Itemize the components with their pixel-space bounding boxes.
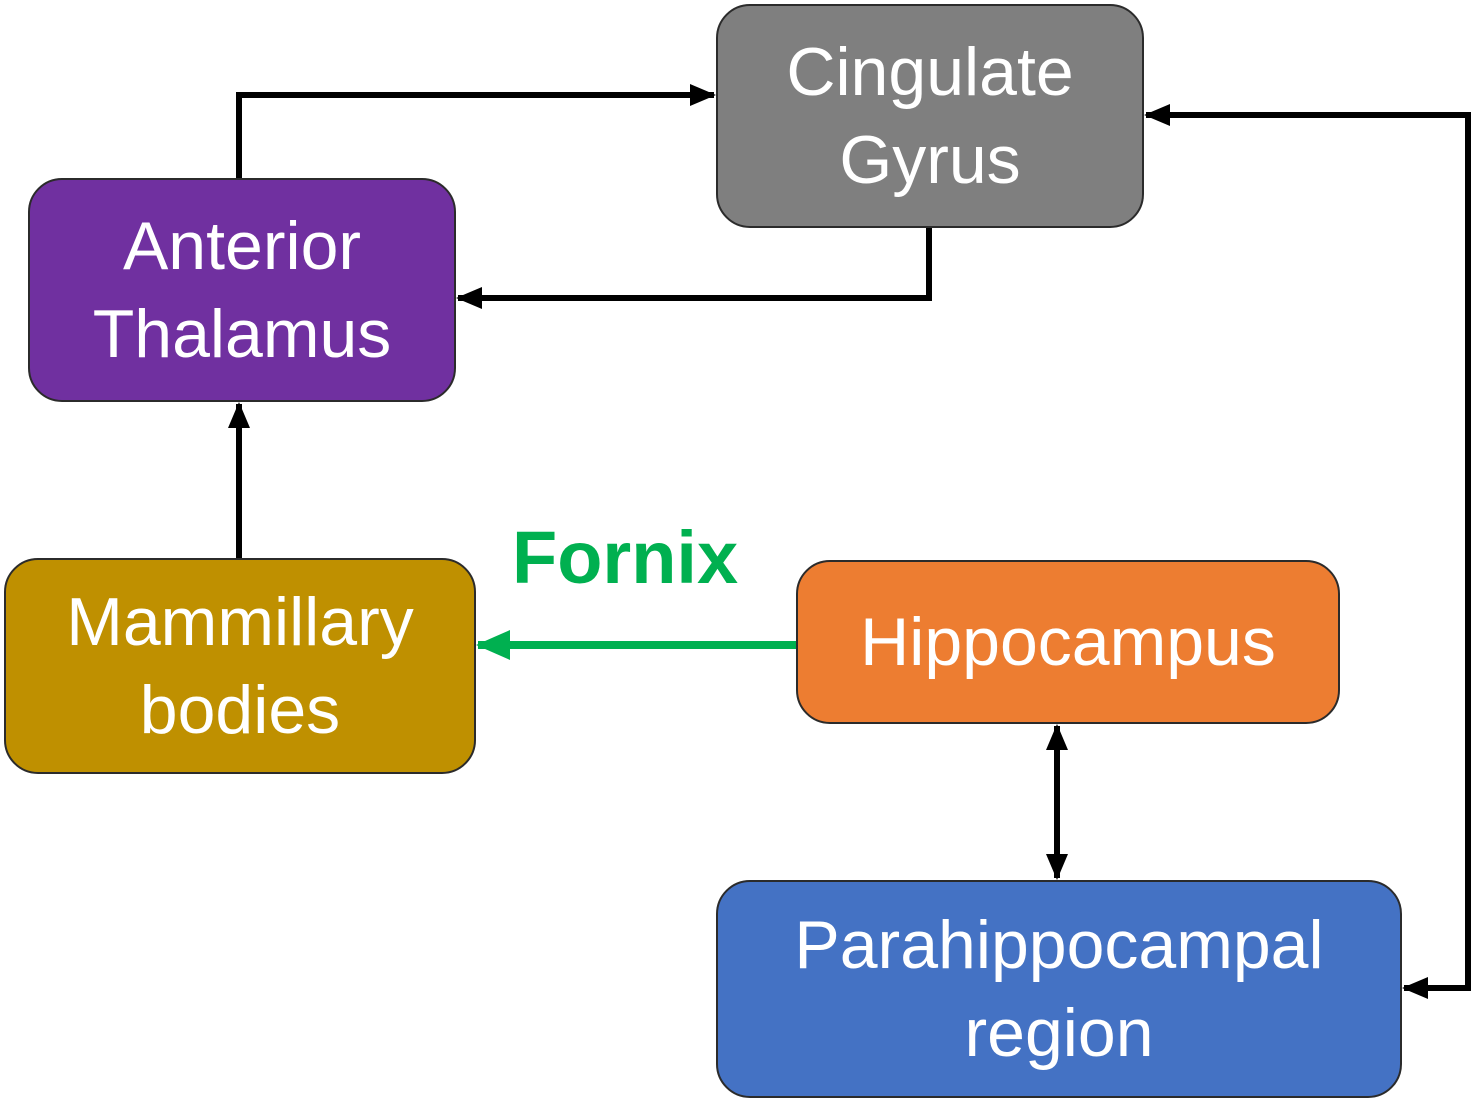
- node-label-line: Cingulate: [786, 34, 1074, 110]
- arrow-cingulate-to-thalamus: [456, 228, 932, 309]
- node-label-line: Gyrus: [839, 122, 1021, 198]
- node-hippocampus: Hippocampus: [796, 560, 1340, 724]
- fornix-label: Fornix: [512, 516, 739, 599]
- node-label-line: Anterior: [122, 208, 362, 284]
- node-label-line: Thalamus: [92, 296, 392, 372]
- node-mammillary-bodies: Mammillary bodies: [4, 558, 476, 774]
- arrow-cingulate-parahippo: [1144, 104, 1471, 999]
- node-parahippocampal-region: Parahippocampal region: [716, 880, 1402, 1098]
- node-label-line: region: [964, 995, 1154, 1071]
- node-label-line: Hippocampus: [860, 604, 1276, 680]
- arrow-thalamus-to-cingulate: [236, 84, 716, 178]
- node-label-line: Parahippocampal: [794, 907, 1324, 983]
- node-label-line: bodies: [139, 672, 341, 748]
- node-label-line: Mammillary: [66, 584, 414, 660]
